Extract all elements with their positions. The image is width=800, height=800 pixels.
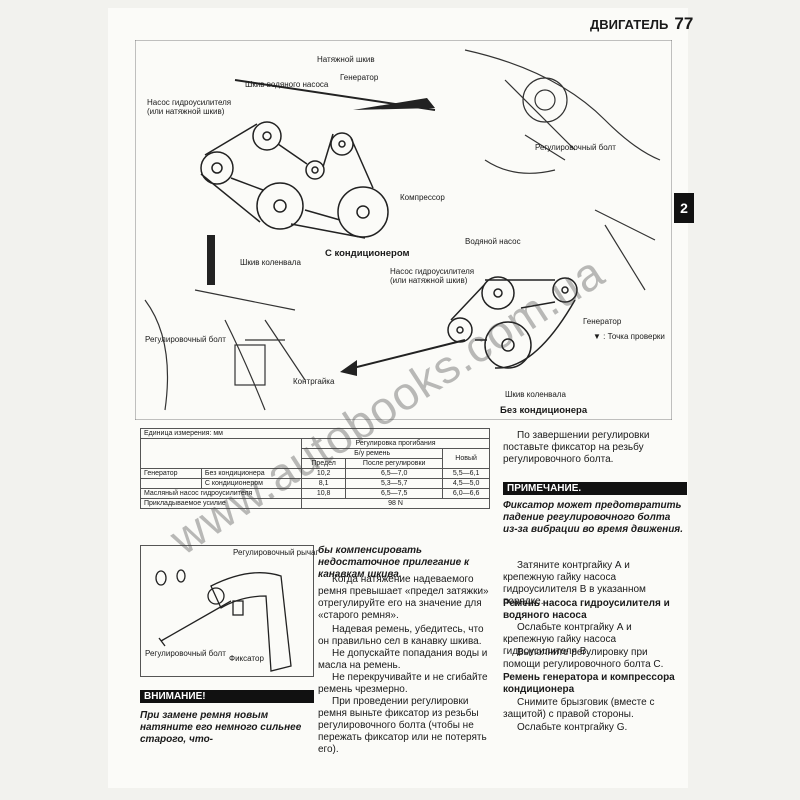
col3-para-1: Затяните контргайку А и крепежную гайку … bbox=[503, 560, 646, 607]
note-text: Фиксатор может предотвратить падение рег… bbox=[503, 500, 683, 535]
caption-without-ac: Без кондиционера bbox=[500, 405, 588, 416]
label-adjusting-bolt-right: Регулировочный болт bbox=[535, 143, 616, 152]
label-crank-b: Шкив коленвала bbox=[505, 390, 566, 399]
col2-para-0: бы компенсировать недостаточное прилеган… bbox=[318, 545, 470, 580]
page-header: ДВИГАТЕЛЬ 77 bbox=[590, 14, 693, 34]
warning-heading: ВНИМАНИЕ! bbox=[140, 690, 314, 703]
label-generator: Генератор bbox=[340, 73, 379, 82]
col3-para-2: Ослабьте контргайку А и крепежную гайку … bbox=[503, 622, 632, 657]
book-page bbox=[108, 8, 688, 788]
label-ps-pump-b-alt: (или натяжной шкив) bbox=[390, 276, 468, 285]
note-heading: ПРИМЕЧАНИЕ. bbox=[503, 482, 687, 495]
col2-para-1: Когда натяжение надеваемого ремня превыш… bbox=[318, 574, 489, 621]
col2-para-2: Надевая ремень, убедитесь, что он правил… bbox=[318, 624, 484, 647]
label-locknut: Контргайка bbox=[293, 377, 335, 386]
section-tab: 2 bbox=[674, 193, 694, 223]
label-water-pump: Шкив водяного насоса bbox=[245, 80, 329, 89]
table-row: Прикладываемое усилие 98 N bbox=[139, 498, 490, 509]
page-number: 77 bbox=[674, 14, 694, 33]
label-adjusting-bolt: Регулировочный болт bbox=[145, 649, 226, 658]
col3-heading-1: Ремень насоса гидроусилителя и водяного … bbox=[503, 598, 670, 621]
col3-para-4: Снимите брызговик (вместе с защитой) с п… bbox=[503, 697, 655, 720]
label-adjusting-bolt-left: Регулировочный болт bbox=[145, 335, 226, 344]
label-water-pump-b: Водяной насос bbox=[465, 237, 521, 246]
label-ps-pump: Насос гидроусилителя bbox=[147, 98, 232, 107]
col2-para-3: Не допускайте попадания воды и масла на … bbox=[318, 648, 488, 671]
label-compressor: Компрессор bbox=[400, 193, 445, 202]
col2-para-4: Не перекручивайте и не сгибайте ремень ч… bbox=[318, 672, 488, 695]
label-adjusting-lever: Регулировочный рычаг bbox=[233, 548, 319, 557]
adjusting-lever-drawing bbox=[155, 569, 292, 672]
th-after: После регулировки bbox=[345, 458, 444, 469]
label-tensioner: Натяжной шкив bbox=[317, 55, 375, 64]
label-crank: Шкив коленвала bbox=[240, 258, 301, 267]
belt-diagram-drawing bbox=[135, 40, 672, 420]
label-clamp: Фиксатор bbox=[229, 654, 264, 663]
caption-with-ac: С кондиционером bbox=[325, 248, 410, 259]
th-new: Новый bbox=[442, 448, 490, 469]
belt-deflection-table: Единица измерения: мм Регулировка прогиб… bbox=[139, 428, 490, 509]
col3-heading-2: Ремень генератора и компрессора кондицио… bbox=[503, 672, 675, 695]
adjusting-lever-figure: Регулировочный рычаг Регулировочный болт… bbox=[140, 545, 318, 677]
col3-para-5: Ослабьте контргайку G. bbox=[517, 722, 628, 733]
label-generator-b: Генератор bbox=[583, 317, 622, 326]
col3-para-0: По завершении регулировки поставьте фикс… bbox=[503, 430, 650, 465]
belt-diagram-figure: Натяжной шкив Шкив водяного насоса Генер… bbox=[135, 40, 672, 420]
col3-para-3: Выполните регулировку при помощи регулир… bbox=[503, 647, 664, 670]
col2-para-5: При проведении регулировки ремня выньте … bbox=[318, 696, 487, 755]
warning-text: При замене ремня новым натяните его немн… bbox=[140, 710, 302, 745]
label-ps-pump-b: Насос гидроусилителя bbox=[390, 267, 475, 276]
chapter-title: ДВИГАТЕЛЬ bbox=[590, 17, 669, 32]
label-check-point: ▼ : Точка проверки bbox=[593, 332, 665, 341]
label-ps-pump-alt: (или натяжной шкив) bbox=[147, 107, 225, 116]
